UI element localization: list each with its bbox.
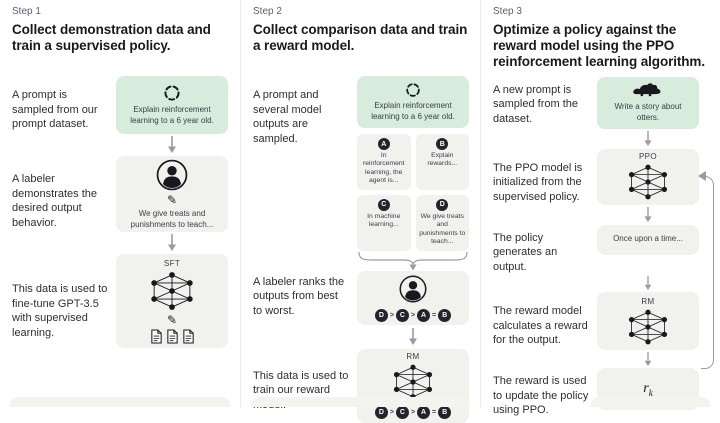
step1-label: Step 1: [12, 6, 41, 17]
reward-symbol: rk: [643, 380, 653, 398]
step2-prompt-text: A prompt and several model outputs are s…: [253, 89, 322, 145]
neural-network-icon: [625, 163, 671, 201]
step3-panel: Step 3 Optimize a policy against the rew…: [480, 0, 720, 416]
rank-separator: =: [432, 311, 437, 319]
step3-prompt-text: A new prompt is sampled from the dataset…: [493, 83, 578, 125]
rank-separator: >: [410, 409, 416, 417]
sample-cycle-icon: [163, 84, 181, 102]
labeler-person-icon: [155, 158, 189, 192]
pencil-icon: ✎: [166, 312, 178, 327]
step3-reward-text: The reward model calculates a reward for…: [493, 305, 588, 347]
down-arrow-icon: [597, 350, 699, 368]
down-arrow-icon: [116, 134, 228, 156]
sft-label: SFT: [163, 258, 181, 268]
output-caption: We give treats and punishments to teach.…: [419, 212, 466, 246]
model-outputs-grid: A In reinforcement learning, the agent i…: [357, 134, 469, 251]
output-caption: In reinforcement learning, the agent is.…: [362, 152, 405, 185]
step3-heading: Optimize a policy against the reward mod…: [493, 22, 705, 70]
rm-label: RM: [641, 296, 655, 306]
step2-heading: Collect comparison data and train a rewa…: [253, 22, 468, 54]
down-arrow-icon: [116, 232, 228, 254]
step3-rm-card: RM: [597, 292, 699, 351]
step2-rank-text: A labeler ranks the outputs from best to…: [253, 275, 345, 317]
rank-chip: A: [417, 308, 431, 322]
pencil-icon: ✎: [166, 192, 178, 207]
output-caption: Explain rewards...: [427, 152, 458, 168]
neural-network-icon: [390, 363, 436, 401]
step3-prompt-caption: Write a story about otters.: [614, 102, 682, 123]
step1-prompt-caption: Explain reinforcement learning to a 6 ye…: [130, 104, 214, 125]
step1-panel: Step 1 Collect demonstration data and tr…: [0, 0, 240, 407]
rank-separator: >: [410, 311, 416, 319]
rank-separator: >: [389, 409, 394, 417]
rank-chip: D: [374, 406, 388, 420]
ranking-chips: D > C > A = B: [374, 406, 452, 420]
step3-label: Step 3: [493, 6, 522, 17]
step3-output-card: Once upon a time...: [597, 224, 699, 255]
step1-labeler-text: A labeler demonstrates the desired outpu…: [12, 173, 97, 229]
sample-cycle-icon: [405, 82, 421, 98]
output-letter-badge: B: [436, 138, 449, 150]
step1-labeler-caption: We give treats and punishments to teach.…: [130, 208, 214, 229]
rank-chip: A: [417, 406, 431, 420]
next-row-card-peek: [591, 397, 710, 407]
rank-chip: B: [438, 308, 452, 322]
output-letter-badge: C: [377, 198, 390, 211]
next-row-card-peek: [251, 397, 470, 407]
down-arrow-icon: [597, 205, 699, 225]
output-card-c: C In machine learning...: [357, 194, 411, 251]
step2-label: Step 2: [253, 6, 282, 17]
output-caption: In machine learning...: [367, 212, 401, 229]
step3-update-text: The reward is used to update the policy …: [493, 375, 589, 417]
rank-separator: =: [432, 409, 437, 417]
step3-prompt-card: Write a story about otters.: [597, 76, 699, 129]
down-arrow-icon: [597, 129, 699, 149]
step2-prompt-caption: Explain reinforcement learning to a 6 ye…: [371, 100, 455, 121]
step3-flow: A new prompt is sampled from the dataset…: [493, 76, 708, 418]
ppo-feedback-loop-arrow: [698, 170, 714, 369]
down-arrow-icon: [357, 325, 469, 349]
output-letter-badge: A: [377, 138, 390, 150]
step3-ppo-card: PPO: [597, 148, 699, 205]
neural-network-icon: [625, 308, 671, 346]
step1-prompt-text: A prompt is sampled from our prompt data…: [12, 89, 98, 131]
rank-chip: B: [438, 406, 452, 420]
rank-chip: C: [395, 406, 409, 420]
step2-rm-card: RM D > C > A = B: [357, 348, 469, 423]
documents-icon: [150, 328, 195, 344]
step1-labeler-card: ✎ We give treats and punishments to teac…: [116, 156, 228, 232]
ranking-chips: D > C > A = B: [374, 308, 452, 322]
rank-separator: >: [389, 311, 394, 319]
step3-generate-text: The policy generates an output.: [493, 231, 558, 273]
ppo-label: PPO: [638, 152, 658, 162]
rm-label: RM: [406, 352, 420, 362]
brace-down-icon: [357, 251, 469, 271]
output-card-d: D We give treats and punishments to teac…: [415, 194, 469, 251]
step2-prompt-card: Explain reinforcement learning to a 6 ye…: [357, 76, 469, 128]
step3-init-text: The PPO model is initialized from the su…: [493, 161, 583, 203]
step1-flow: A prompt is sampled from our prompt data…: [12, 76, 228, 348]
rank-chip: D: [374, 308, 388, 322]
step1-sft-card: SFT ✎: [116, 254, 228, 348]
down-arrow-icon: [597, 274, 699, 292]
step1-prompt-card: Explain reinforcement learning to a 6 ye…: [116, 76, 228, 134]
otter-icon: [631, 81, 665, 99]
output-card-b: B Explain rewards...: [415, 134, 469, 190]
step1-finetune-text: This data is used to fine-tune GPT-3.5 w…: [12, 283, 108, 339]
output-card-a: A In reinforcement learning, the agent i…: [357, 134, 411, 190]
step1-heading: Collect demonstration data and train a s…: [12, 22, 211, 54]
labeler-person-icon: [398, 274, 428, 304]
step2-labeler-card: D > C > A = B: [357, 270, 469, 325]
step2-flow: A prompt and several model outputs are s…: [253, 76, 469, 423]
neural-network-icon: [147, 270, 197, 312]
step3-output-caption: Once upon a time...: [613, 234, 683, 244]
output-letter-badge: D: [436, 198, 449, 211]
step2-panel: Step 2 Collect comparison data and train…: [240, 0, 480, 423]
rank-chip: C: [395, 308, 409, 322]
next-row-card-peek: [10, 397, 230, 407]
